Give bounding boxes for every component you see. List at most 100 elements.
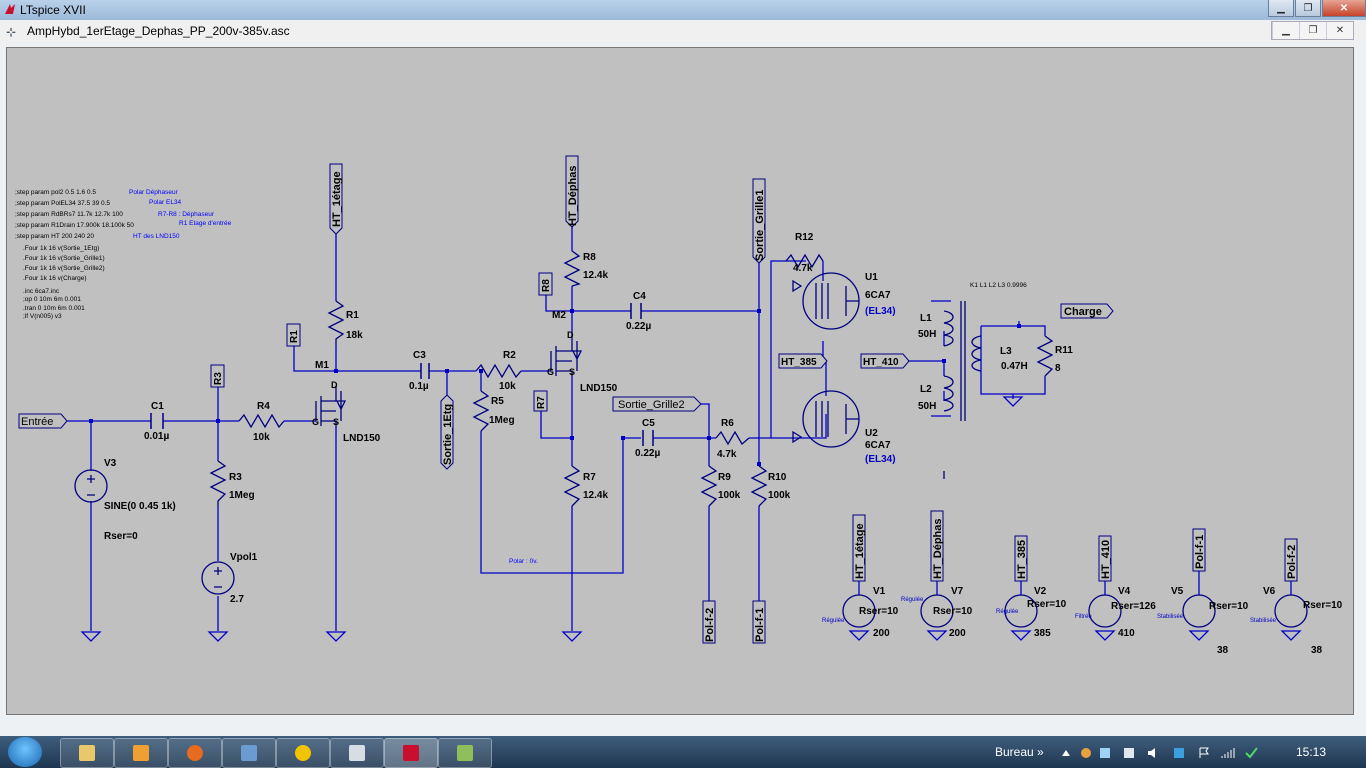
taskbar-calculator-button[interactable] xyxy=(330,738,384,768)
pentodes[interactable] xyxy=(792,272,860,448)
junctions xyxy=(89,309,1021,466)
taskbar-explorer-button[interactable] xyxy=(60,738,114,768)
flag-v5-pol: Pol-f-1 xyxy=(1194,535,1206,569)
svg-text:C1: C1 xyxy=(151,401,164,412)
restore-icon: ❐ xyxy=(1308,25,1318,36)
start-button[interactable] xyxy=(8,737,42,767)
svg-text:18k: 18k xyxy=(346,330,363,341)
directive-line: .Four 1k 16 v(Sortie_Grille1) xyxy=(23,255,105,262)
window-title: LTspice XVII xyxy=(20,3,86,17)
taskbar-browser-button[interactable] xyxy=(276,738,330,768)
svg-text:6CA7: 6CA7 xyxy=(865,440,891,451)
flag-sortie-1etg: Sortie_1Etg xyxy=(442,404,454,465)
svg-text:C4: C4 xyxy=(633,291,646,302)
taskbar-ltspice-button[interactable] xyxy=(384,738,438,768)
svg-text:4.7k: 4.7k xyxy=(793,263,813,274)
flag-v7-ht: HT_Déphas xyxy=(932,518,944,579)
svg-text:V4: V4 xyxy=(1118,586,1131,597)
svg-text:G: G xyxy=(547,367,554,377)
directive-line: .tran 0 10m 6m 0.001 xyxy=(23,305,85,312)
system-tray[interactable] xyxy=(1060,746,1260,760)
svg-text:38: 38 xyxy=(1217,645,1229,656)
usb-icon xyxy=(1124,748,1134,758)
browser-icon xyxy=(295,745,311,761)
svg-text:U1: U1 xyxy=(865,272,878,283)
resistor-r5 xyxy=(472,390,490,432)
svg-text:U2: U2 xyxy=(865,428,878,439)
svg-text:12.4k: 12.4k xyxy=(583,490,608,501)
resistor-r12 xyxy=(785,253,824,269)
network-icon xyxy=(1100,748,1110,758)
mosfets[interactable] xyxy=(315,336,583,426)
taskbar-tool-button[interactable] xyxy=(438,738,492,768)
flag-ht-1etage: HT_1étage xyxy=(331,171,343,227)
svg-text:LND150: LND150 xyxy=(343,433,381,444)
svg-text:0.1µ: 0.1µ xyxy=(409,381,429,392)
svg-text:Rser=126: Rser=126 xyxy=(1111,601,1156,612)
svg-text:8: 8 xyxy=(1055,363,1061,374)
resistors[interactable] xyxy=(209,250,1054,507)
svg-text:Stabilisée: Stabilisée xyxy=(1157,614,1184,620)
flag-pol-f2: Pol-f-2 xyxy=(704,608,716,642)
resistor-r9 xyxy=(700,465,718,507)
document-title: AmpHybd_1erEtage_Dephas_PP_200v-385v.asc xyxy=(27,24,290,38)
pin-labels: D G S D G S xyxy=(312,330,575,427)
clock[interactable]: 15:13 xyxy=(1296,745,1327,759)
doc-close-button[interactable]: ✕ xyxy=(1326,22,1353,39)
capacitors[interactable] xyxy=(150,303,654,446)
svg-text:4.7k: 4.7k xyxy=(717,449,737,460)
svg-text:R5: R5 xyxy=(491,396,504,407)
resistor-r8 xyxy=(563,250,581,287)
svg-text:C5: C5 xyxy=(642,418,655,429)
vertical-net-labels[interactable]: HT_1étage HT_Déphas Sortie_Grille1 Sorti… xyxy=(329,155,1298,644)
app-icon xyxy=(241,745,257,761)
taskbar-media-button[interactable] xyxy=(114,738,168,768)
component-labels: C1 0.01µ C3 0.1µ C4 0.22µ C5 0.22µ R1 18… xyxy=(104,232,1343,656)
flag-r7: R7 xyxy=(536,396,547,409)
coupling-directive: K1 L1 L2 L3 0.9996 xyxy=(970,282,1027,289)
svg-text:L3: L3 xyxy=(1000,346,1012,357)
svg-text:G: G xyxy=(312,417,319,427)
svg-text:Vpol1: Vpol1 xyxy=(230,552,258,563)
doc-restore-button[interactable]: ❐ xyxy=(1299,22,1326,39)
flag-entree: Entrée xyxy=(21,416,53,428)
svg-text:V6: V6 xyxy=(1263,586,1276,597)
directive-line: ;step param HT 200 240 20 xyxy=(15,233,94,240)
directive-line: ;op 0 10m 6m 0.001 xyxy=(23,296,81,303)
directive-line: .inc 6ca7.inc xyxy=(23,288,60,295)
svg-text:0.22µ: 0.22µ xyxy=(635,448,660,459)
signal-icon xyxy=(1221,748,1235,758)
resistor-r1 xyxy=(327,300,345,346)
calculator-icon xyxy=(349,745,365,761)
taskbar-firefox-button[interactable] xyxy=(168,738,222,768)
comment-polar-dephaseur: Polar Déphaseur xyxy=(129,189,179,196)
tray-label-text: Bureau xyxy=(995,745,1034,759)
close-button[interactable]: ✕ xyxy=(1322,0,1366,17)
svg-text:V7: V7 xyxy=(951,586,964,597)
desktop-toolbar-label[interactable]: Bureau » xyxy=(995,745,1044,759)
svg-text:V2: V2 xyxy=(1034,586,1047,597)
svg-text:Rser=10: Rser=10 xyxy=(933,606,973,617)
svg-text:Rser=10: Rser=10 xyxy=(1027,599,1067,610)
directive-line: .Four 1k 16 v(Sortie_Grille2) xyxy=(23,265,105,272)
svg-text:R4: R4 xyxy=(257,401,270,412)
minimize-button[interactable]: ▁ xyxy=(1268,0,1294,17)
volume-icon xyxy=(1148,748,1155,758)
taskbar-app-button[interactable] xyxy=(222,738,276,768)
directives-block[interactable]: ;step param pol2 0.5 1.6 0.5 ;step param… xyxy=(15,189,134,320)
svg-text:R11: R11 xyxy=(1055,345,1073,356)
directive-line: .Four 1k 16 v(Charge) xyxy=(23,275,87,282)
transformer[interactable] xyxy=(943,301,982,479)
doc-minimize-button[interactable]: ▁ xyxy=(1272,22,1299,39)
schematic-canvas[interactable]: ;step param pol2 0.5 1.6 0.5 ;step param… xyxy=(6,47,1354,715)
svg-text:V1: V1 xyxy=(873,586,886,597)
svg-text:2.7: 2.7 xyxy=(230,594,244,605)
title-bar: LTspice XVII ▁ ❐ ✕ xyxy=(0,0,1366,20)
svg-text:(EL34): (EL34) xyxy=(865,454,896,465)
svg-text:0.01µ: 0.01µ xyxy=(144,431,169,442)
net-flags[interactable]: Entrée Sortie_Grille2 HT_385 HT_410 Char… xyxy=(18,272,1114,429)
bluetooth-icon xyxy=(1174,748,1184,758)
maximize-button[interactable]: ❐ xyxy=(1295,0,1321,17)
svg-text:L2: L2 xyxy=(920,384,932,395)
resistor-r7 xyxy=(563,465,581,507)
